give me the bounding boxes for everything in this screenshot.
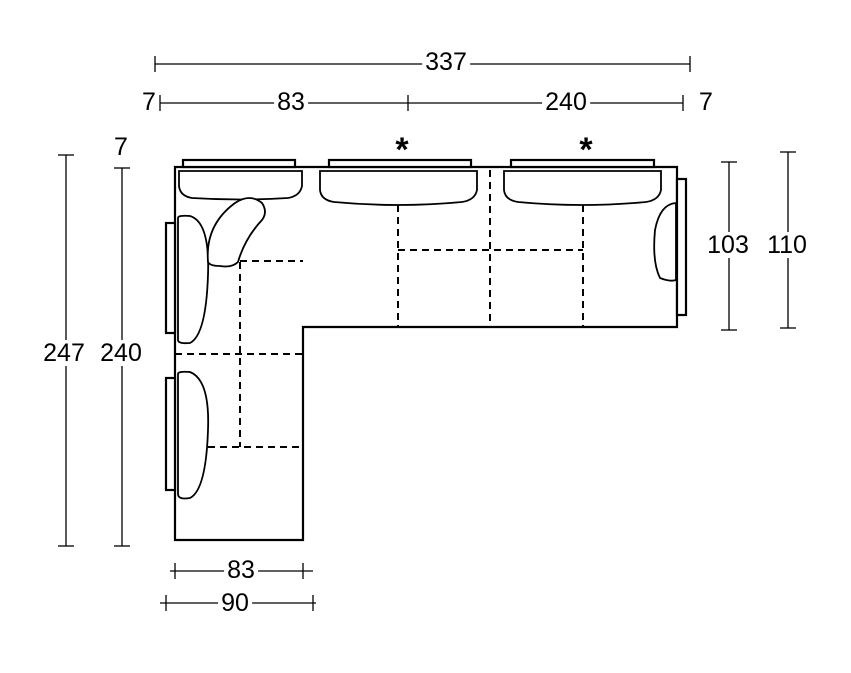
asterisk-marker: * <box>579 131 593 169</box>
seat-divisions <box>175 170 584 448</box>
dim-total-length: 247 <box>40 340 88 366</box>
dim-chaise-inner: 83 <box>224 557 258 583</box>
dim-corner-width: 83 <box>274 89 308 115</box>
dim-total-width: 337 <box>422 49 470 75</box>
dim-left-arm-top: 7 <box>139 89 159 115</box>
asterisk-marker: * <box>395 131 409 169</box>
dim-depth-total: 110 <box>764 232 810 258</box>
dim-main-width: 240 <box>542 89 590 115</box>
dim-depth-inner: 103 <box>704 232 752 258</box>
dim-chaise-total: 90 <box>218 590 252 616</box>
dim-right-arm-top: 7 <box>696 89 716 115</box>
cushions <box>177 170 677 500</box>
dim-left-arm-side: 7 <box>111 134 131 160</box>
dim-length-inner: 240 <box>97 340 145 366</box>
